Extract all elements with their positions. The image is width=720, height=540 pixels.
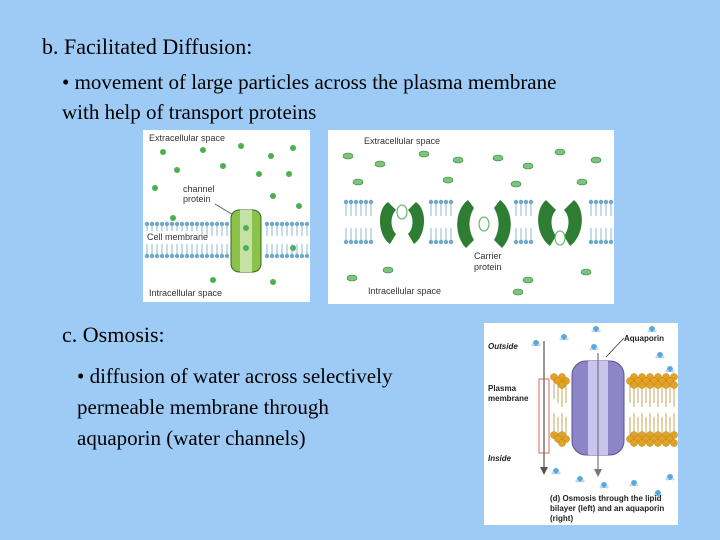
osmosis-bullet-line-2: permeable membrane through [77, 395, 329, 420]
fig3-aquaporin-label: Aquaporin [624, 334, 664, 343]
fig2-extracellular-label: Extracellular space [364, 136, 440, 146]
fig1-intracellular-label: Intracellular space [149, 288, 222, 298]
fig1-extracellular-label: Extracellular space [149, 133, 225, 143]
aquaporin-channel [572, 353, 624, 477]
fig3-caption-line-2: bilayer (left) and an aquaporin [550, 504, 664, 513]
bilayer-water-arrow [539, 341, 549, 475]
fig2-carrier-label-1: Carrier [474, 251, 502, 261]
fig2-carrier-label-2: protein [474, 262, 502, 272]
channel-protein-figure: Extracellular space channel protein Cell… [143, 130, 310, 302]
carrier-protein-figure: Extracellular space Carrier protein Intr… [328, 130, 614, 304]
carrier-protein-states [380, 200, 582, 248]
fig1-channel-label-1: channel [183, 184, 215, 194]
osmosis-bullet-line-1: • diffusion of water across selectively [77, 364, 392, 389]
fig1-channel-label-2: protein [183, 194, 211, 204]
fig3-inside-label: Inside [488, 454, 512, 463]
facilitated-bullet-line-2: with help of transport proteins [62, 100, 316, 125]
facilitated-diffusion-heading: b. Facilitated Diffusion: [42, 34, 252, 60]
fig3-caption-line-1: (d) Osmosis through the lipid [550, 494, 662, 503]
osmosis-heading: c. Osmosis: [62, 322, 165, 348]
fig3-outside-label: Outside [488, 342, 518, 351]
fig1-cell-membrane-label: Cell membrane [147, 232, 208, 242]
fig3-plasma-label-2: membrane [488, 394, 529, 403]
aquaporin-figure: Outside Aquaporin Plasma membrane Inside… [484, 323, 678, 525]
channel-protein [231, 210, 261, 272]
osmosis-bullet-line-3: aquaporin (water channels) [77, 426, 306, 451]
solute-molecules [152, 143, 302, 285]
fig3-caption-line-3: (right) [550, 514, 573, 523]
fig2-intracellular-label: Intracellular space [368, 286, 441, 296]
facilitated-bullet-line-1: • movement of large particles across the… [62, 70, 556, 95]
fig3-plasma-label-1: Plasma [488, 384, 517, 393]
